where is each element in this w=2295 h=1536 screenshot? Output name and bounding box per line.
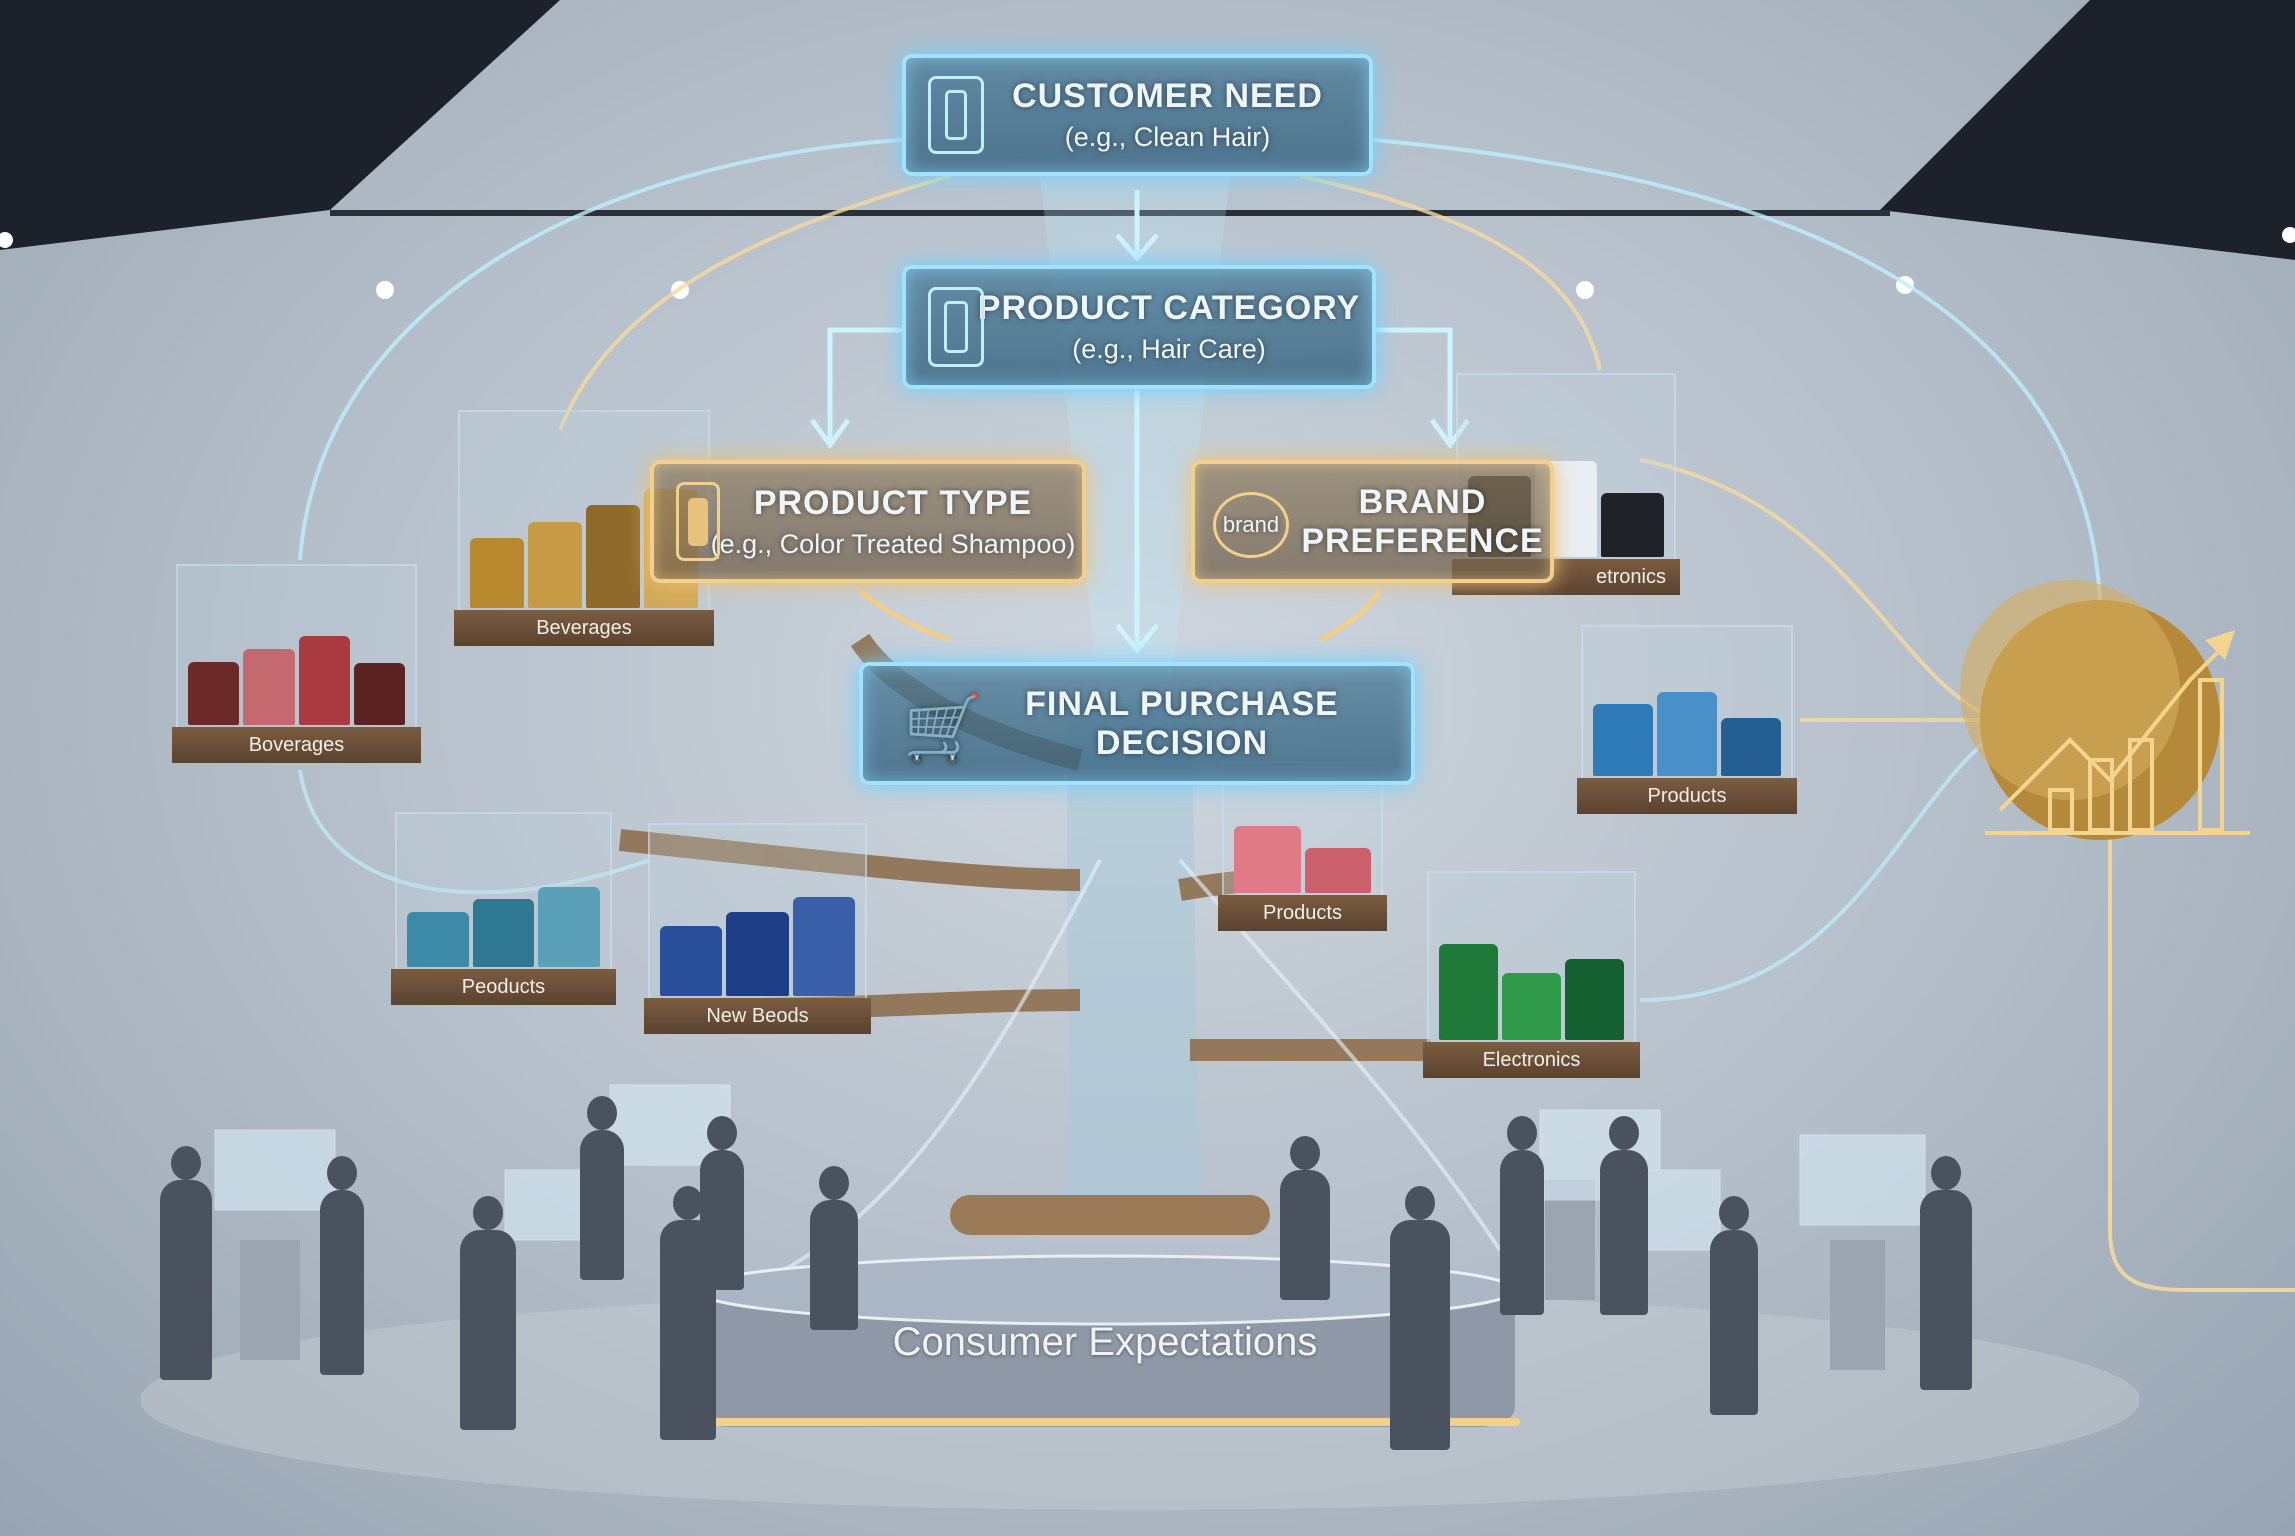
node-subtitle: (e.g., Color Treated Shampoo) [710,528,1076,559]
person-silhouette [1280,1136,1330,1300]
person-silhouette [1710,1196,1758,1415]
node-subtitle: (e.g., Clean Hair) [1064,122,1271,152]
node-subtitle: (e.g., Hair Care) [1072,334,1266,364]
node-final-purchase-decision: 🛒 FINAL PURCHASE DECISION [859,662,1415,785]
shelf-products-right: Products [1577,625,1797,814]
product-item [1234,825,1301,893]
person-silhouette [810,1166,858,1330]
shelf-products-center: Products [1218,761,1387,931]
product-item [298,636,350,725]
person-silhouette [320,1156,364,1375]
node-title: PREFERENCE [1301,521,1544,560]
shelf-new-beods: New Beods [644,823,871,1034]
node-title: DECISION [1095,723,1269,762]
product-item [538,886,601,967]
product-item [243,649,295,725]
person-silhouette [460,1196,516,1430]
person-silhouette [1500,1116,1544,1315]
product-item [353,663,405,725]
node-product-type: PRODUCT TYPE (e.g., Color Treated Shampo… [650,460,1086,583]
shelf-label: Electronics [1423,1042,1640,1078]
connector-arrows [809,190,1471,655]
product-item [792,897,855,996]
node-brand-preference: brand BRAND PREFERENCE [1191,460,1554,583]
pump-bottle-icon [928,287,984,367]
shelf-label: Peoducts [391,969,616,1005]
globe-growth-icon [1960,580,2250,840]
ceiling-right [1880,0,2295,260]
node-title: PRODUCT TYPE [753,483,1033,522]
product-item [1565,958,1624,1040]
person-silhouette [580,1096,624,1280]
brand-badge-icon: brand [1213,492,1289,558]
product-item [470,538,524,608]
product-item [726,911,789,996]
product-item [1601,492,1665,557]
product-item [1502,972,1561,1040]
shampoo-bottle-icon [676,482,720,561]
product-item [1657,692,1717,776]
shelf-label: Products [1218,895,1387,931]
ceiling-edge [330,210,1890,216]
shelf-label: Products [1577,778,1797,814]
product-item [1721,717,1781,776]
product-item [528,521,582,608]
node-title: PRODUCT CATEGORY [977,289,1361,327]
product-item [586,505,640,608]
product-item [1439,943,1498,1040]
gold-connector-arrows [858,588,1383,643]
pedestal-label: Consumer Expectations [892,1320,1318,1364]
person-silhouette [1390,1186,1450,1450]
pedestal-glow [690,1418,1520,1426]
product-item [1593,704,1653,776]
pedestal-body [695,1290,1515,1427]
product-item [188,662,240,725]
node-title: BRAND [1358,482,1487,521]
tree-trunk [1060,700,1210,1230]
person-silhouette [660,1186,716,1440]
shopping-cart-icon: 🛒 [903,692,983,764]
node-title: FINAL PURCHASE [1025,684,1339,723]
shelf-peoducts: Peoducts [391,812,616,1005]
node-product-category: PRODUCT CATEGORY (e.g., Hair Care) [902,265,1376,389]
node-customer-need: CUSTOMER NEED (e.g., Clean Hair) [902,54,1373,176]
product-item [472,899,535,967]
product-item [660,925,723,996]
tree-base [950,1195,1270,1235]
shelf-label: Boverages [172,727,421,763]
ceiling-left [0,0,560,250]
product-item [407,911,469,967]
shelf-label: New Beods [644,998,871,1034]
shelf-boverages: Boverages [172,564,421,763]
shelf-label: Beverages [454,610,714,646]
person-silhouette [1600,1116,1648,1315]
product-item [1304,847,1371,893]
person-silhouette [700,1116,744,1290]
bottle-icon [928,76,984,154]
shelf-electronics-lower: Electronics [1423,871,1640,1078]
person-silhouette [160,1146,212,1380]
node-title: CUSTOMER NEED [1012,77,1323,115]
person-silhouette [1920,1156,1972,1390]
